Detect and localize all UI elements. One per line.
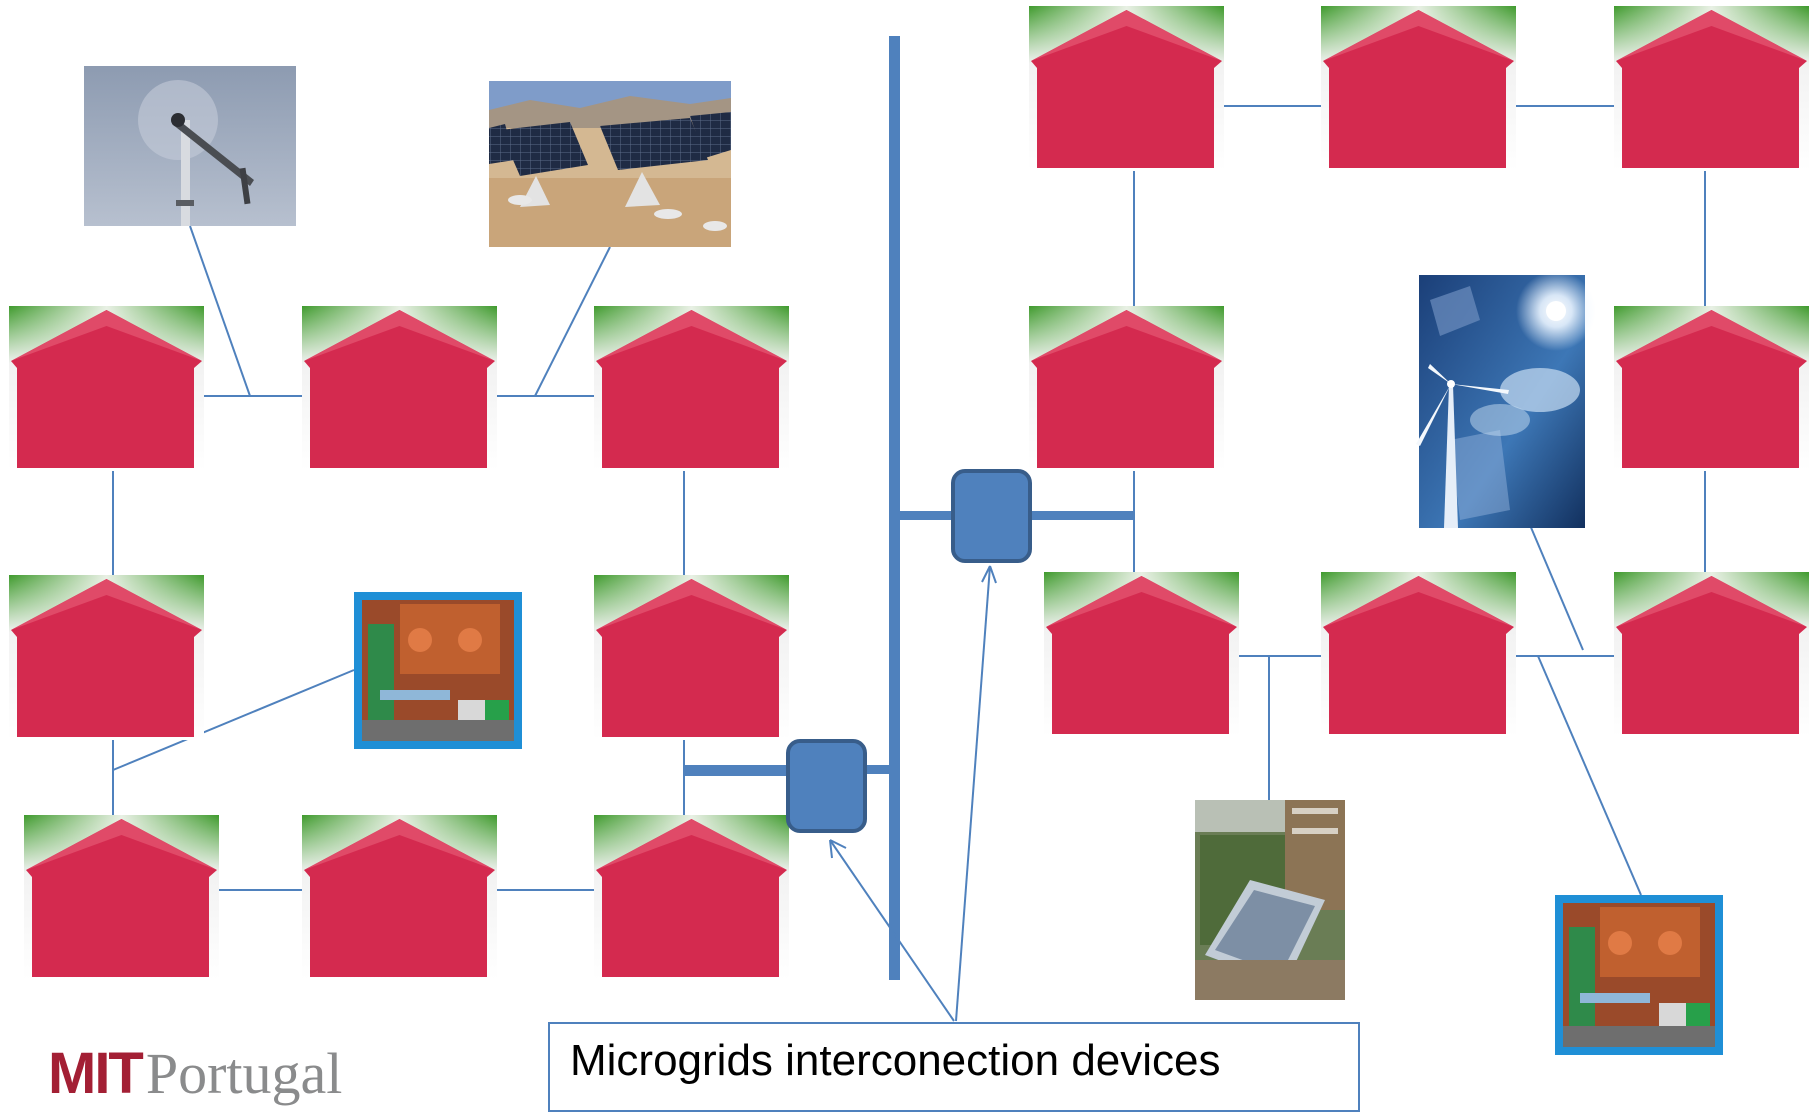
connection-line [189, 225, 251, 397]
connection-line [112, 669, 355, 771]
house-icon [1614, 6, 1809, 171]
house-icon [1614, 306, 1809, 471]
wind-solar-illustration [1416, 271, 1596, 528]
mit-portugal-logo: MITPortugal [48, 1040, 342, 1107]
house-icon [1029, 6, 1224, 171]
logo-mit: MIT [48, 1041, 144, 1106]
bus-stub [1030, 511, 1134, 520]
connection-line [1526, 517, 1584, 651]
house-icon [1321, 572, 1516, 737]
connection-line [534, 246, 611, 397]
house-icon [1321, 6, 1516, 171]
interconnection-device-right [951, 469, 1032, 563]
diesel-generator-photo [354, 592, 522, 749]
house-icon [1029, 306, 1224, 471]
house-icon [302, 306, 497, 471]
house-icon [594, 575, 789, 740]
house-icon [24, 815, 219, 980]
house-icon [302, 815, 497, 980]
house-icon [9, 306, 204, 471]
connection-line [1537, 655, 1642, 896]
wind-turbine-photo [84, 66, 296, 226]
main-bus [889, 36, 900, 980]
logo-portugal: Portugal [145, 1041, 343, 1106]
solar-panel-field-photo [489, 81, 731, 247]
house-icon [594, 306, 789, 471]
diesel-generator-photo-2 [1555, 895, 1723, 1055]
house-icon [594, 815, 789, 980]
callout-arrows [829, 565, 997, 1022]
bus-stub [684, 765, 788, 774]
house-icon [9, 575, 204, 740]
house-icon [1614, 572, 1809, 737]
house-icon [1044, 572, 1239, 737]
connection-lines [112, 105, 1706, 896]
solar-thermal-collector-photo [1195, 800, 1345, 1000]
bus-stub [900, 511, 953, 520]
interconnection-device-left [786, 739, 867, 833]
houses [9, 6, 1809, 980]
caption-text: Microgrids interconection devices [570, 1036, 1221, 1085]
bus-stub [865, 765, 889, 774]
